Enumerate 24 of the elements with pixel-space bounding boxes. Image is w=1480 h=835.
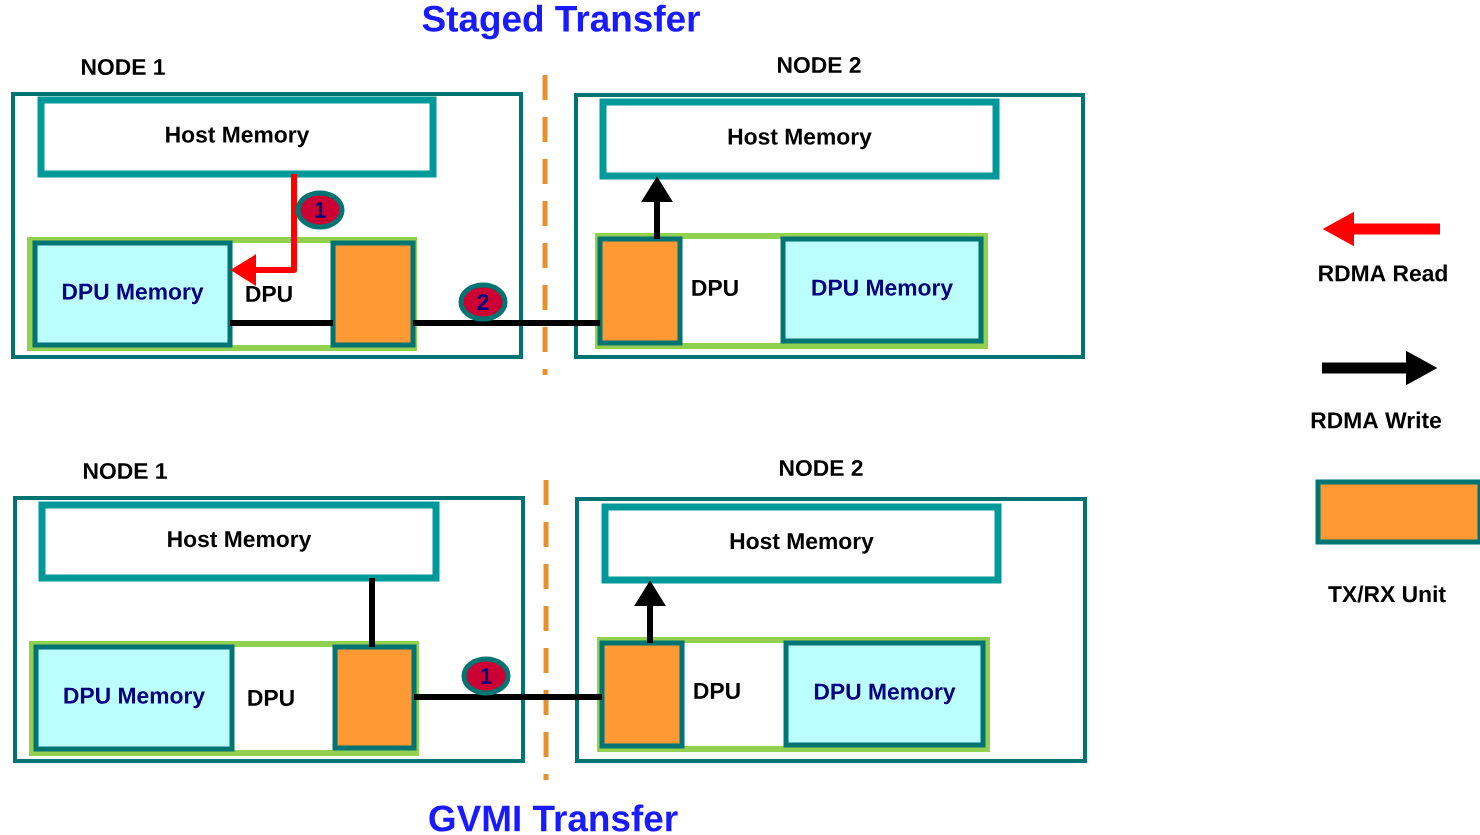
legend-label: TX/RX Unit: [1328, 585, 1446, 603]
dpu-memory-box: DPU Memory: [33, 644, 235, 752]
legend-label: RDMA Read: [1319, 264, 1447, 282]
host-memory-box: Host Memory: [601, 503, 1002, 584]
dpu-memory-box: DPU Memory: [783, 640, 986, 748]
host-memory-box: Host Memory: [38, 501, 440, 582]
tx-rx-unit: [332, 644, 417, 751]
step-badge: 1: [295, 190, 345, 230]
step-badge: 2: [458, 282, 508, 322]
tx-rx-unit: [599, 640, 685, 749]
host-memory-box: Host Memory: [37, 96, 437, 178]
host-memory-box: Host Memory: [599, 98, 1000, 180]
step-badge: 1: [461, 656, 511, 696]
panel-heading: GVMI Transfer: [429, 804, 678, 832]
node-label: NODE 1: [82, 58, 165, 76]
node-label: NODE 2: [780, 459, 863, 477]
dpu-memory-box: DPU Memory: [32, 240, 233, 348]
title: Staged Transfer: [422, 4, 700, 40]
tx-rx-unit: [597, 236, 683, 346]
dpu-memory-box: DPU Memory: [780, 236, 984, 344]
legend-label: RDMA Write: [1311, 411, 1441, 429]
tx-rx-unit: [330, 240, 416, 348]
node-label: NODE 2: [778, 56, 861, 74]
node-label: NODE 1: [84, 462, 167, 480]
